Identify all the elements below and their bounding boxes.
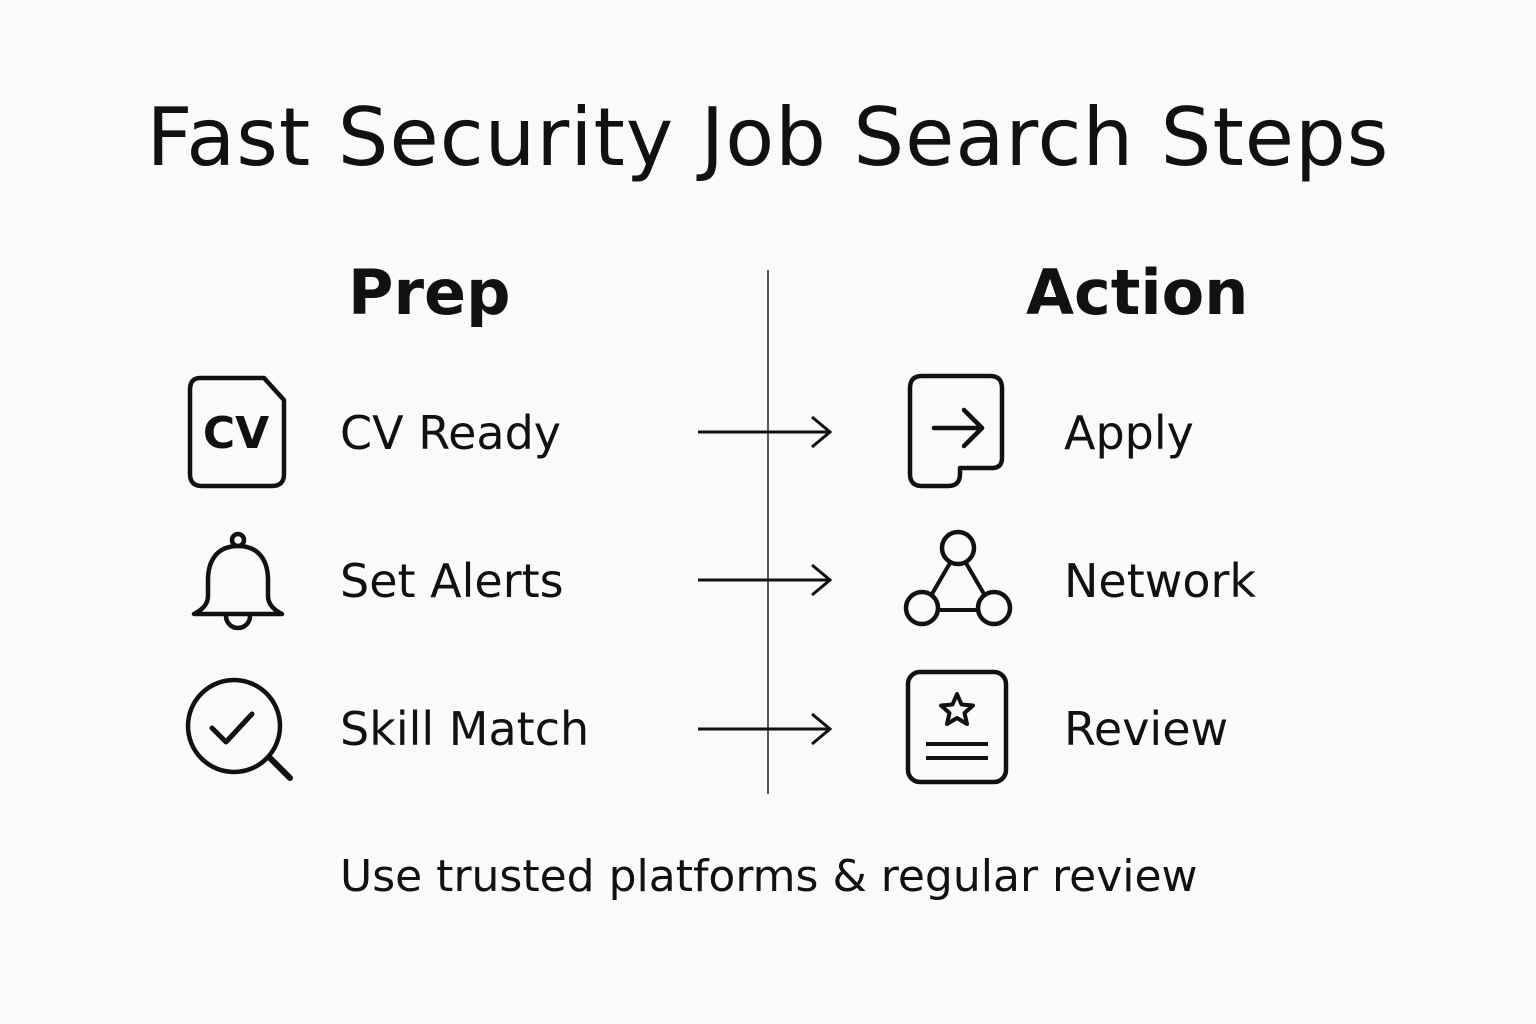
column-divider	[767, 270, 769, 794]
arrow-row-1	[696, 412, 836, 452]
arrow-row-2	[696, 560, 836, 600]
review-star-document-icon	[898, 668, 1018, 788]
footer-note: Use trusted platforms & regular review	[340, 851, 1198, 902]
action-column-heading: Action	[1026, 256, 1249, 329]
magnifier-check-icon	[178, 672, 298, 792]
step-label-skill-match: Skill Match	[340, 702, 590, 756]
bell-icon	[178, 522, 298, 642]
arrow-row-3	[696, 709, 836, 749]
apply-arrow-icon	[898, 370, 1018, 490]
step-label-network: Network	[1064, 554, 1257, 608]
step-label-set-alerts: Set Alerts	[340, 554, 564, 608]
prep-column-heading: Prep	[348, 256, 511, 329]
network-nodes-icon	[898, 522, 1018, 642]
step-label-apply: Apply	[1064, 406, 1194, 460]
cv-icon-text: CV	[203, 408, 269, 459]
step-label-cv-ready: CV Ready	[340, 406, 562, 460]
page-title: Fast Security Job Search Steps	[146, 91, 1390, 184]
step-label-review: Review	[1064, 702, 1229, 756]
cv-document-icon: CV	[178, 370, 298, 490]
